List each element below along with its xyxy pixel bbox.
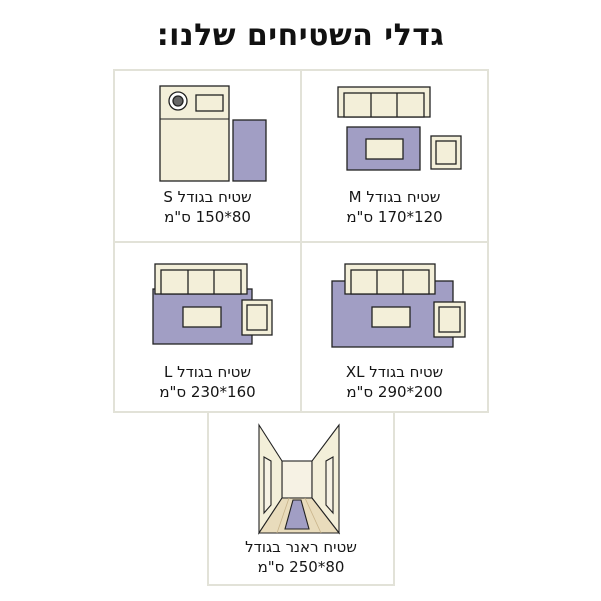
rug-size-card-xl: שטיח בגודל XL 200*290 ס"מ: [300, 241, 489, 413]
pillow-icon: [195, 94, 224, 112]
living-room-m-illustration: [337, 86, 462, 171]
door-icon: [325, 456, 334, 515]
living-room-l-illustration: [152, 263, 273, 345]
rug-size-card-s: שטיח בגודל S 80*150 ס"מ: [113, 69, 302, 243]
size-dimensions: 80*250 ס"מ: [257, 558, 345, 576]
door-icon: [263, 456, 272, 515]
size-dimensions: 80*150 ס"מ: [164, 208, 251, 226]
size-name: שטיח בגודל L: [163, 363, 252, 381]
size-caption: שטיח בגודל XL 200*290 ס"מ: [302, 362, 487, 402]
coffee-table-icon: [371, 306, 411, 328]
size-name: שטיח ראנר בגודל: [245, 538, 357, 556]
living-room-xl-illustration: [331, 263, 466, 348]
rug-size-card-runner: שטיח ראנר בגודל 80*250 ס"מ: [207, 411, 395, 586]
rug-shape: [232, 119, 267, 182]
size-dimensions: 160*230 ס"מ: [159, 383, 256, 401]
size-name: שטיח בגודל S: [163, 188, 252, 206]
size-name: שטיח בגודל XL: [345, 363, 444, 381]
hallway-runner-illustration: [257, 423, 341, 535]
size-caption: שטיח ראנר בגודל 80*250 ס"מ: [209, 537, 393, 577]
size-caption: שטיח בגודל S 80*150 ס"מ: [115, 187, 300, 227]
coffee-table-icon: [182, 306, 222, 328]
size-name: שטיח בגודל M: [348, 188, 441, 206]
size-dimensions: 120*170 ס"מ: [346, 208, 443, 226]
coffee-table-icon: [365, 138, 404, 160]
bedroom-s-illustration: [159, 85, 267, 182]
size-caption: שטיח בגודל M 120*170 ס"מ: [302, 187, 487, 227]
size-dimensions: 200*290 ס"מ: [346, 383, 443, 401]
size-caption: שטיח בגודל L 160*230 ס"מ: [115, 362, 300, 402]
rug-size-card-m: שטיח בגודל M 120*170 ס"מ: [300, 69, 489, 243]
rug-size-card-l: שטיח בגודל L 160*230 ס"מ: [113, 241, 302, 413]
runner-rug-shape: [284, 499, 310, 530]
page-title: גדלי השטיחים שלנו:: [156, 18, 445, 53]
